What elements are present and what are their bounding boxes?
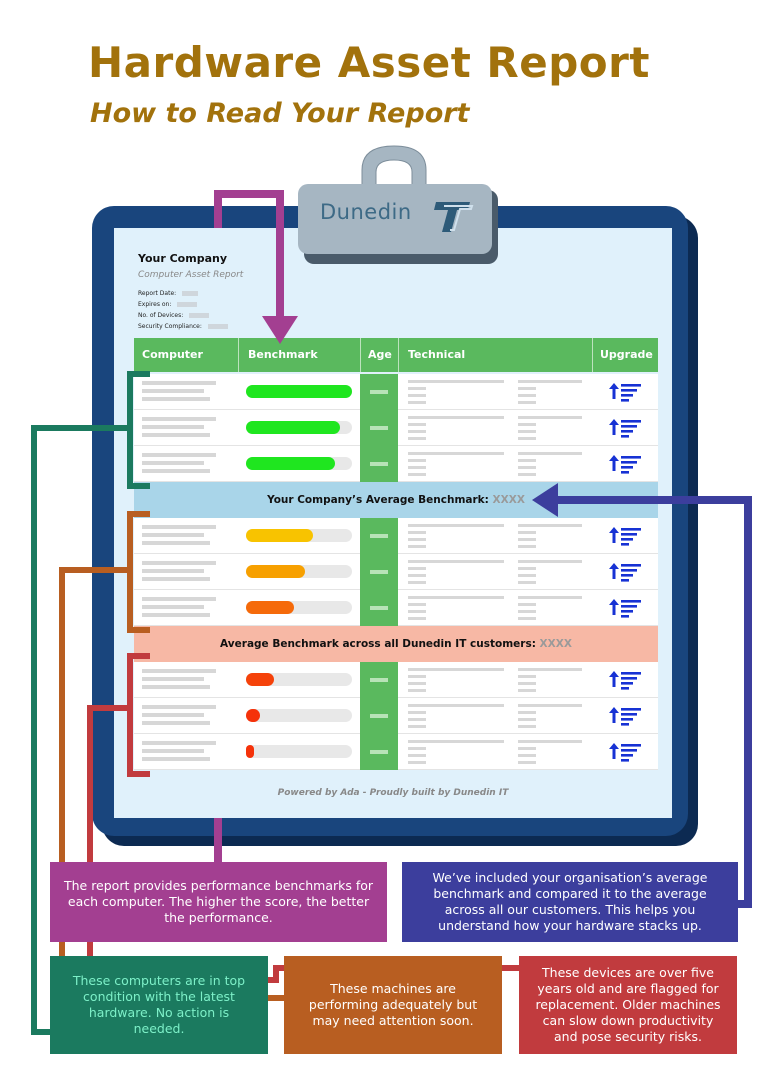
age-cell [360, 734, 398, 770]
age-cell [360, 518, 398, 554]
benchmark-bar [246, 421, 352, 434]
meta-report-date: Report Date: [138, 290, 199, 297]
dunedin-logo-icon [434, 202, 474, 232]
benchmark-bar [246, 385, 352, 398]
table-row [134, 662, 658, 698]
table-row [134, 374, 658, 410]
benchmark-bar [246, 745, 352, 758]
benchmark-bar-fill [246, 385, 352, 398]
benchmark-bar-fill [246, 745, 254, 758]
benchmark-bar [246, 709, 352, 722]
benchmark-bar-fill [246, 565, 305, 578]
age-cell [360, 446, 398, 482]
col-technical: Technical [408, 348, 466, 361]
customers-average-label: Average Benchmark across all Dunedin IT … [220, 638, 536, 650]
meta-label: Expires on: [138, 301, 172, 308]
upgrade-arrow-icon[interactable] [608, 523, 644, 549]
table-header: Computer Benchmark Age Technical Upgrade [134, 338, 658, 372]
benchmark-bar [246, 529, 352, 542]
benchmark-bar-fill [246, 421, 340, 434]
table-row [134, 698, 658, 734]
table-row [134, 590, 658, 626]
upgrade-arrow-icon[interactable] [608, 415, 644, 441]
table-row [134, 410, 658, 446]
meta-label: Security Compliance: [138, 323, 202, 330]
age-cell [360, 590, 398, 626]
table-row [134, 518, 658, 554]
col-benchmark: Benchmark [248, 348, 318, 361]
brand-name: Dunedin [320, 200, 412, 224]
company-name: Your Company [138, 252, 227, 265]
upgrade-arrow-icon[interactable] [608, 667, 644, 693]
benchmark-bar-fill [246, 457, 335, 470]
age-cell [360, 662, 398, 698]
benchmark-bar-fill [246, 601, 294, 614]
benchmark-bar-fill [246, 529, 313, 542]
upgrade-arrow-icon[interactable] [608, 379, 644, 405]
benchmark-bar [246, 457, 352, 470]
meta-expires: Expires on: [138, 301, 198, 308]
meta-security: Security Compliance: [138, 323, 228, 330]
upgrade-arrow-icon[interactable] [608, 739, 644, 765]
table-row [134, 734, 658, 770]
report-footer: Powered by Ada - Proudly built by Dunedi… [277, 788, 509, 798]
upgrade-arrow-icon[interactable] [608, 595, 644, 621]
meta-devices: No. of Devices: [138, 312, 210, 319]
upgrade-arrow-icon[interactable] [608, 559, 644, 585]
meta-label: Report Date: [138, 290, 177, 297]
benchmark-bar-fill [246, 673, 274, 686]
company-average-value: XXXX [492, 494, 525, 506]
callout-replacement: These devices are over five years old an… [519, 956, 737, 1054]
clip-plate [298, 184, 492, 254]
page-title: Hardware Asset Report [88, 38, 650, 87]
table-row [134, 446, 658, 482]
col-upgrade: Upgrade [600, 348, 653, 361]
upgrade-arrow-icon[interactable] [608, 451, 644, 477]
callout-top-condition: These computers are in top condition wit… [50, 956, 268, 1054]
table-row [134, 554, 658, 590]
age-cell [360, 554, 398, 590]
callout-average: We’ve included your organisation’s avera… [402, 862, 738, 942]
benchmark-bar [246, 673, 352, 686]
benchmark-bar [246, 565, 352, 578]
age-cell [360, 698, 398, 734]
callout-adequate: These machines are performing adequately… [284, 956, 502, 1054]
customers-average-band: Average Benchmark across all Dunedin IT … [134, 626, 658, 662]
company-average-label: Your Company’s Average Benchmark: [267, 494, 489, 506]
callout-benchmark: The report provides performance benchmar… [50, 862, 387, 942]
meta-label: No. of Devices: [138, 312, 184, 319]
upgrade-arrow-icon[interactable] [608, 703, 644, 729]
col-computer: Computer [142, 348, 203, 361]
col-age: Age [368, 348, 392, 361]
benchmark-bar [246, 601, 352, 614]
page-subtitle: How to Read Your Report [90, 98, 470, 129]
report-subtitle: Computer Asset Report [138, 270, 244, 280]
benchmark-bar-fill [246, 709, 260, 722]
age-cell [360, 374, 398, 410]
customers-average-value: XXXX [539, 638, 572, 650]
age-cell [360, 410, 398, 446]
